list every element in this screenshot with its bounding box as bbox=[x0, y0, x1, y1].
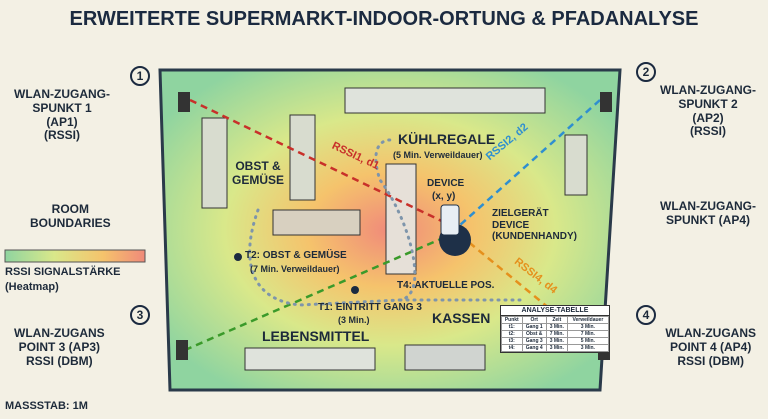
cell: 5 Min. bbox=[566, 337, 610, 345]
rssi1-line bbox=[189, 98, 451, 227]
room-boundaries-label: Room Boundaries bbox=[30, 202, 111, 230]
analysis-table-title: Analyse-Tabelle bbox=[501, 306, 609, 316]
path-t2: t2: Obst & Gemüse bbox=[245, 250, 347, 261]
ap4-label: WLAN-Zugans Point 4 (AP4) RSSI (dBm) bbox=[665, 326, 756, 368]
cell: t4: bbox=[501, 344, 523, 352]
ap2-number: 2 bbox=[636, 62, 656, 82]
rssi3-line bbox=[184, 233, 451, 352]
cell: Gang 3 bbox=[521, 337, 547, 345]
table-row: t2:Obst &7 Min.7 Min. bbox=[501, 330, 610, 338]
cell: 7 Min. bbox=[545, 330, 568, 338]
path-point-t1 bbox=[351, 286, 359, 294]
path-point-t2 bbox=[234, 253, 242, 261]
customer-device-icon bbox=[439, 204, 471, 256]
cell: 3 Min. bbox=[545, 337, 568, 345]
ap1-label: WLAN-Zugang- spunkt 1 (AP1) (RSSI) bbox=[14, 87, 110, 143]
page-title: Erweiterte Supermarkt-Indoor-Ortung & Pf… bbox=[69, 8, 699, 30]
legend-sub: (Heatmap) bbox=[5, 281, 59, 293]
th: Zeit bbox=[545, 316, 568, 324]
rssi-legend-bar bbox=[4, 249, 146, 263]
ap3-label: WLAN-Zugans Point 3 (AP3) RSSI (dBm) bbox=[14, 326, 105, 368]
device-label: Device bbox=[427, 178, 465, 189]
cell: t2: bbox=[501, 330, 523, 338]
ap1-number: 1 bbox=[130, 66, 150, 86]
th: Ort bbox=[521, 316, 547, 324]
shelf-right bbox=[564, 134, 588, 196]
path-t1: t1: Eintritt Gang 3 bbox=[318, 302, 422, 313]
cell: 3 Min. bbox=[566, 344, 610, 352]
target-device-label: Zielgerät Device (Kundenhandy) bbox=[492, 208, 577, 242]
legend-title: RSSI Signalstärke bbox=[5, 266, 121, 278]
cell: 3 Min. bbox=[545, 323, 568, 331]
shelf-top bbox=[344, 87, 546, 114]
rssi2-line bbox=[459, 99, 601, 226]
cell: Gang 1 bbox=[521, 323, 547, 331]
th: Verweildauer bbox=[566, 316, 610, 324]
cell: t3: bbox=[501, 337, 523, 345]
ap4-right-label: WLAN-Zugang- spunkt (AP4) bbox=[660, 199, 756, 227]
produce-bin bbox=[272, 209, 361, 236]
shelf-left bbox=[201, 117, 228, 209]
zone-kuehl-sub: (5 Min. Verweildauer) bbox=[393, 150, 483, 160]
device-coords: (x, y) bbox=[432, 191, 456, 202]
path-t1-sub: (3 Min.) bbox=[338, 315, 370, 325]
ap4-number: 4 bbox=[636, 305, 656, 325]
shelf-lebensmittel bbox=[244, 347, 376, 371]
checkout bbox=[404, 344, 486, 371]
cell: Gang 4 bbox=[521, 344, 547, 352]
cell: t1: bbox=[501, 323, 523, 331]
zone-lebensmittel: Lebensmittel bbox=[262, 328, 370, 344]
cell: 3 Min. bbox=[566, 323, 610, 331]
scale-label: Maßstab: 1m bbox=[5, 400, 88, 412]
ap3-number: 3 bbox=[130, 305, 150, 325]
zone-kassen: Kassen bbox=[432, 310, 491, 326]
path-t4: t4: Aktuelle Pos. bbox=[397, 280, 495, 291]
analysis-table: Analyse-Tabelle PunktOrtZeitVerweildauer… bbox=[500, 305, 610, 353]
customer-path bbox=[248, 138, 522, 307]
zone-kuehl: Kühlregale bbox=[398, 131, 496, 147]
th: Punkt bbox=[501, 316, 523, 324]
path-t2-sub: (7 Min. Verweildauer) bbox=[250, 264, 340, 274]
zone-obst: Obst & Gemüse bbox=[232, 159, 285, 187]
cell: 3 Min. bbox=[545, 344, 568, 352]
cell: Obst & bbox=[521, 330, 547, 338]
cell: 7 Min. bbox=[566, 330, 610, 338]
ap2-label: WLAN-Zugang- spunkt 2 (AP2) (RSSI) bbox=[660, 83, 756, 139]
